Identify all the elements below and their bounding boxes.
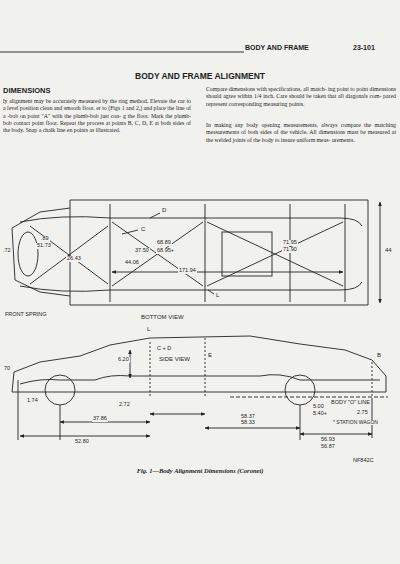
header-rule — [0, 52, 244, 53]
cross-member — [345, 204, 346, 302]
dimension: 37.50 — [134, 248, 150, 254]
dimension: 58.37 — [240, 414, 256, 420]
page-title: BODY AND FRAME ALIGNMENT — [134, 72, 266, 81]
dimension-line — [130, 350, 131, 378]
leader-line — [122, 230, 138, 234]
diagonal — [30, 226, 108, 284]
plumb-line — [150, 342, 151, 396]
view-label: BOTTOM VIEW — [140, 314, 185, 320]
body-outline — [12, 200, 368, 305]
running-head: BODY AND FRAME — [244, 44, 310, 51]
dimension-line — [380, 202, 381, 303]
cross-member — [110, 204, 111, 302]
diagonal — [112, 222, 203, 286]
dimension: 56.87 — [320, 444, 336, 450]
dimension: 6.20 — [117, 357, 130, 363]
dimension: 70 — [3, 366, 11, 372]
point-letter: L — [146, 326, 151, 332]
front-wheel — [45, 375, 75, 405]
point-letter: L — [215, 292, 220, 298]
cross-member — [205, 204, 206, 302]
plumb-line — [372, 362, 373, 396]
dimension: 44 — [384, 247, 393, 253]
dimension: 5.40+ — [312, 411, 328, 417]
dimension: 58.33 — [240, 420, 256, 426]
extension-line — [372, 398, 373, 438]
dimension: 1.74 — [26, 398, 39, 404]
dimension: 44.06 — [124, 260, 140, 266]
dimension: 171.94 — [178, 268, 197, 274]
body-text: In making any body opening measurements,… — [205, 122, 397, 144]
dimension-line — [20, 436, 150, 437]
dimension-line — [112, 272, 343, 273]
dimension: 2.72 — [118, 402, 131, 408]
drawing-part — [0, 52, 388, 440]
note: * STATION WAGON — [332, 420, 379, 425]
dimension: 51.73 — [36, 243, 52, 249]
dimension: 71.95 — [282, 240, 298, 246]
dimension-line — [205, 428, 300, 429]
body-text: Compare dimensions with specifications, … — [205, 86, 397, 108]
figure-caption: Fig. 1—Body Alignment Dimensions (Corone… — [136, 468, 265, 475]
dimension: 37.86 — [92, 416, 108, 422]
plumb-line — [205, 338, 206, 396]
frame-rail — [20, 217, 362, 226]
figure-code: NF842C — [352, 458, 374, 464]
dimension-line — [150, 414, 205, 415]
diagonal — [30, 226, 108, 284]
dimension-line — [300, 434, 372, 435]
rear-wheel — [285, 375, 315, 405]
diagonal — [207, 222, 343, 286]
point-letter: C + D — [156, 346, 172, 352]
dimension: 52.80 — [74, 439, 90, 445]
extension-line — [60, 405, 61, 440]
diagonal — [112, 222, 203, 286]
cross-member — [70, 208, 71, 296]
floor-pan — [222, 232, 272, 276]
dimension: 56.93 — [320, 437, 336, 443]
frame-rail — [20, 282, 362, 291]
reference-line-label: BODY "O" LINE — [330, 400, 371, 406]
front-spring — [18, 232, 38, 276]
diagonal — [207, 222, 343, 286]
part-name: FRONT SPRING — [4, 312, 47, 318]
point-letter: B — [376, 352, 382, 358]
cross-member — [290, 204, 291, 302]
point-letter: E — [207, 352, 213, 358]
extension-line — [300, 405, 301, 440]
dimension: 71.90 — [282, 247, 298, 253]
view-label: SIDE VIEW — [158, 356, 191, 362]
dimension: 26.43 — [66, 256, 82, 262]
point-letter: C — [140, 226, 146, 232]
dimension: 2.75 — [356, 410, 369, 416]
side-body-outline — [12, 336, 386, 392]
dimension: 68.89 — [156, 240, 172, 246]
leader-line — [150, 213, 160, 218]
frame-side-rail — [20, 375, 380, 384]
body-o-line — [230, 397, 388, 398]
dimension: 5.00 — [312, 404, 325, 410]
page-number: 23-101 — [352, 44, 376, 51]
point-letter: D — [161, 207, 167, 213]
extension-line — [18, 380, 19, 440]
body-text: ly alignment may be accurately measured … — [2, 98, 192, 134]
dimension: .89 — [40, 236, 50, 242]
leader-line — [208, 290, 214, 294]
dimension: .72 — [2, 248, 12, 254]
section-heading: DIMENSIONS — [2, 87, 52, 95]
dimension: 68.95+ — [156, 248, 175, 254]
